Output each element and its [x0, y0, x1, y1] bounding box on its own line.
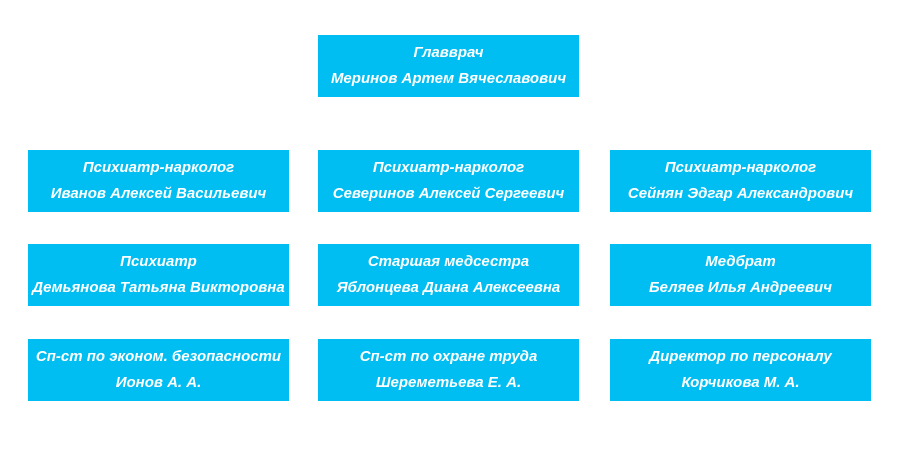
org-node-role: Старшая медсестра	[367, 253, 530, 270]
org-node-person: Шереметьева Е. А.	[375, 374, 522, 391]
org-node-person: Корчикова М. А.	[681, 374, 800, 391]
org-node-root[interactable]: Главврач Меринов Артем Вячеславович	[318, 35, 579, 97]
org-node-labor-safety-specialist[interactable]: Сп-ст по охране труда Шереметьева Е. А.	[318, 339, 579, 401]
org-node-role: Сп-ст по эконом. безопасности	[35, 348, 282, 365]
org-node-role: Сп-ст по охране труда	[359, 348, 538, 365]
org-node-person: Яблонцева Диана Алексеевна	[336, 279, 561, 296]
org-node-role: Психиатр-нарколог	[372, 159, 525, 176]
org-node-person: Ионов А. А.	[115, 374, 202, 391]
org-node-person: Иванов Алексей Васильевич	[50, 185, 267, 202]
org-node-psychiatrist-narcologist-3[interactable]: Психиатр-нарколог Сейнян Эдгар Александр…	[610, 150, 871, 212]
org-node-role: Психиатр-нарколог	[664, 159, 817, 176]
org-node-person: Демьянова Татьяна Викторовна	[32, 279, 285, 296]
org-node-role: Медбрат	[705, 253, 776, 270]
org-node-person: Меринов Артем Вячеславович	[330, 70, 567, 87]
org-node-role: Психиатр-нарколог	[82, 159, 235, 176]
org-node-male-nurse[interactable]: Медбрат Беляев Илья Андреевич	[610, 244, 871, 306]
org-node-economic-security-specialist[interactable]: Сп-ст по эконом. безопасности Ионов А. А…	[28, 339, 289, 401]
org-node-psychiatrist-narcologist-1[interactable]: Психиатр-нарколог Иванов Алексей Василье…	[28, 150, 289, 212]
org-node-head-nurse[interactable]: Старшая медсестра Яблонцева Диана Алексе…	[318, 244, 579, 306]
org-node-role: Главврач	[413, 44, 484, 61]
org-node-psychiatrist[interactable]: Психиатр Демьянова Татьяна Викторовна	[28, 244, 289, 306]
org-node-psychiatrist-narcologist-2[interactable]: Психиатр-нарколог Северинов Алексей Серг…	[318, 150, 579, 212]
org-node-role: Директор по персоналу	[649, 348, 832, 365]
org-node-person: Северинов Алексей Сергеевич	[332, 185, 565, 202]
org-node-hr-director[interactable]: Директор по персоналу Корчикова М. А.	[610, 339, 871, 401]
org-node-person: Сейнян Эдгар Александрович	[627, 185, 854, 202]
org-node-role: Психиатр	[120, 253, 197, 270]
org-node-person: Беляев Илья Андреевич	[649, 279, 832, 296]
